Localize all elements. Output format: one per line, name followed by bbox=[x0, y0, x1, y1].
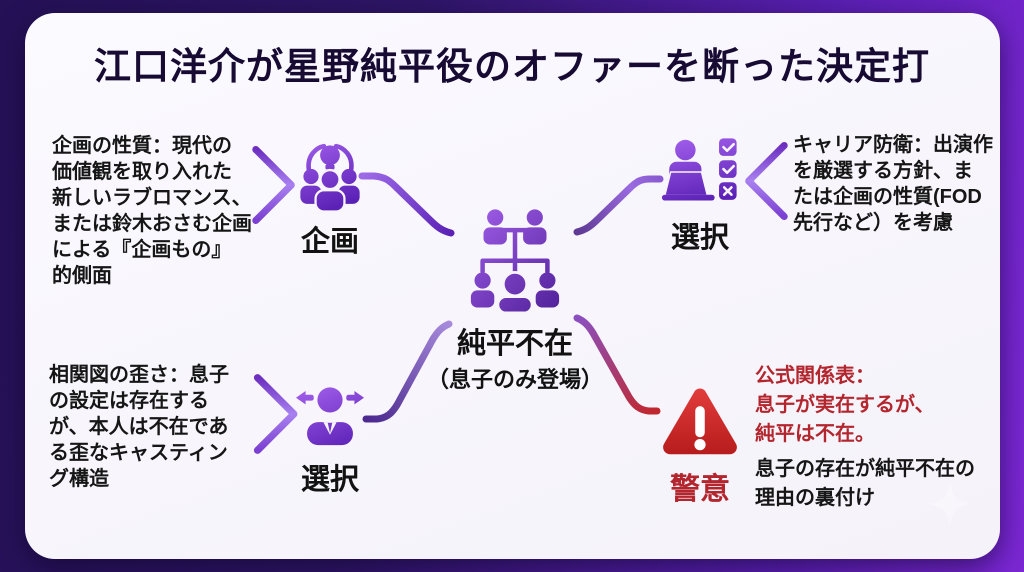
person-checklist-icon bbox=[661, 138, 737, 201]
sparkle-icon bbox=[928, 482, 972, 526]
node-sentaku-top-label: 選択 bbox=[670, 222, 729, 254]
bottom-right-text: 公式関係表： 息子が実在するが、 純平は不在。 息子の存在が純平不在の 理由の裏… bbox=[755, 362, 1010, 513]
person-choice-icon bbox=[295, 387, 365, 446]
bottom-right-black-text: 息子の存在が純平不在の 理由の裏付け bbox=[755, 458, 975, 509]
node-kikaku-label: 企画 bbox=[300, 226, 359, 258]
arrow-right-icon bbox=[237, 145, 295, 225]
arrow-right-icon bbox=[238, 374, 298, 454]
node-kikaku: 企画 bbox=[286, 134, 374, 260]
node-keii-label: 警意 bbox=[670, 473, 730, 506]
center-label-line1: 純平不在 bbox=[456, 328, 573, 360]
brainstorm-group-icon bbox=[300, 143, 360, 213]
bottom-left-text: 相関図の歪さ：息子 の設定は存在する が、本人は不在であ る歪なキャスティン グ… bbox=[49, 364, 229, 490]
top-left-text: 企画の性質：現代の 価値観を取り入れた 新しいラブロマンス、 または鈴木おさむ企… bbox=[52, 135, 252, 287]
top-right-text: キャリア防衛：出演作 を厳選する方針、ま たは企画の性質(FOD 先行など）を考… bbox=[793, 134, 993, 234]
bottom-right-red-text: 公式関係表： 息子が実在するが、 純平は不在。 bbox=[755, 365, 935, 445]
node-sentaku-bottom: 選択 bbox=[288, 374, 372, 498]
warning-triangle-icon bbox=[663, 388, 737, 455]
node-center: 純平不在 （息子のみ登場） bbox=[420, 202, 610, 394]
page-title: 江口洋介が星野純平役のオファーを断った決定打 bbox=[94, 46, 930, 87]
node-sentaku-bottom-label: 選択 bbox=[300, 464, 359, 496]
node-sentaku-top: 選択 bbox=[654, 132, 746, 256]
arrow-left-icon bbox=[745, 141, 803, 221]
family-tree-icon bbox=[470, 209, 560, 314]
center-label-line2: （息子のみ登場） bbox=[426, 367, 603, 392]
node-keii: 警意 bbox=[650, 384, 750, 508]
